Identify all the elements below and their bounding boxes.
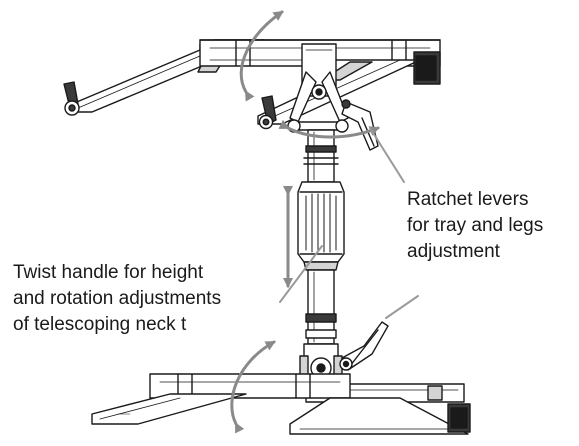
tray-rotation-arrow (239, 10, 284, 102)
base-end-cap (447, 403, 471, 433)
tray-hinge-arrow (278, 119, 380, 139)
base-left-leg (91, 393, 247, 425)
base-rotation-arrow (230, 340, 276, 434)
callout-line: Twist handle for height (13, 262, 204, 283)
ratchet-levers-callout: Ratchet levers for tray and legs adjustm… (407, 187, 543, 265)
callout-line: and rotation adjustments (13, 288, 222, 309)
twist-handle (297, 181, 345, 271)
upper-neck-tube (303, 129, 339, 183)
ratchet-leader-line (369, 127, 405, 183)
lower-neck-tube (305, 269, 337, 345)
twist-handle-callout: Twist handle for height and rotation adj… (13, 260, 221, 338)
tray-end-cap (413, 51, 441, 85)
callout-line: of telescoping neck t (13, 314, 187, 335)
twist-leader-line (279, 245, 323, 303)
tray-left-lever (63, 81, 80, 116)
callout-line: Ratchet levers (407, 189, 529, 210)
base-right-leg (289, 397, 469, 435)
base-lever-leader-line (385, 295, 419, 319)
base-ratchet-lever (339, 321, 389, 371)
callout-line: for tray and legs (407, 215, 544, 236)
callout-line: adjustment (407, 241, 500, 262)
